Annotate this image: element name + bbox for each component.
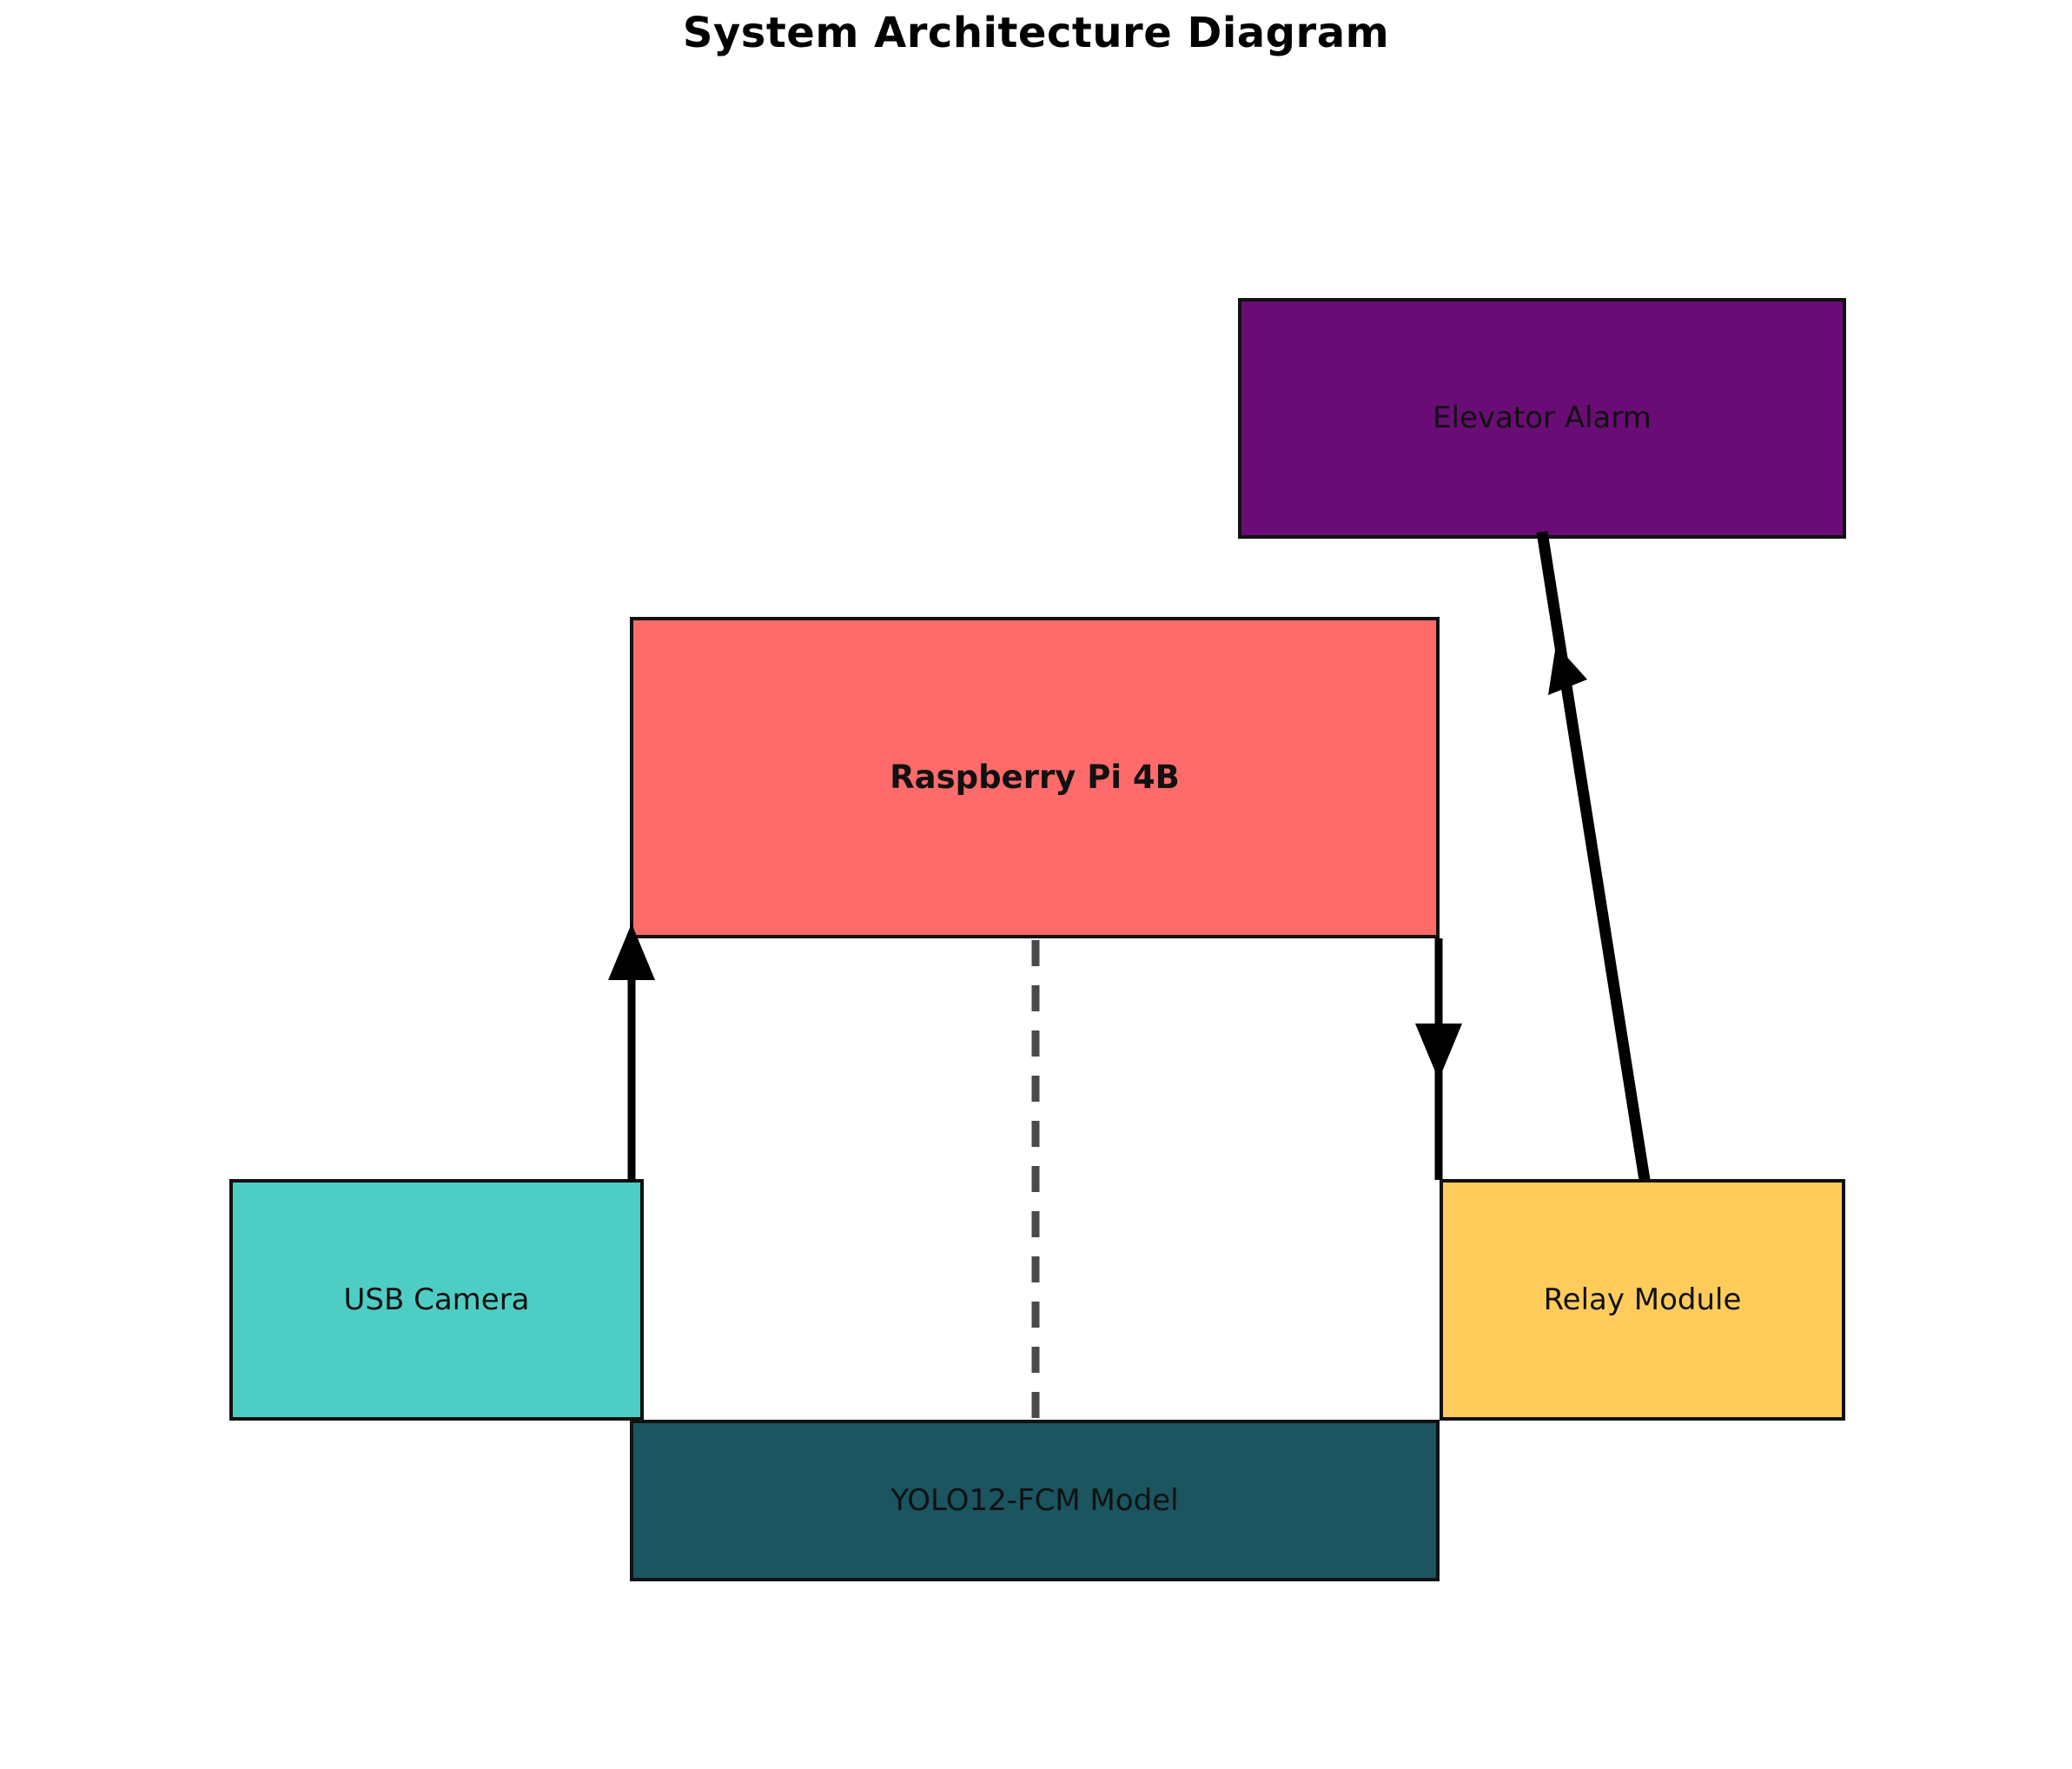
- edge-relay-to-alarm-line: [1559, 666, 1630, 1070]
- edge-pi-to-relay-arrowhead: [1415, 1024, 1462, 1080]
- edge-alarm-to-relay-line: [1536, 530, 1651, 1182]
- page-title: System Architecture Diagram: [682, 9, 1390, 57]
- edge-pi-to-relay: [1415, 938, 1462, 1180]
- node-raspberry-pi-label: Raspberry Pi 4B: [890, 758, 1180, 796]
- node-usb-camera-label: USB Camera: [343, 1282, 530, 1317]
- edge-camera-to-pi: [608, 924, 655, 1182]
- node-relay-module[interactable]: Relay Module: [1440, 1179, 1845, 1421]
- edge-relay-to-alarm-arrowhead: [1548, 645, 1587, 695]
- node-yolo-model-label: YOLO12-FCM Model: [890, 1482, 1179, 1518]
- edge-relay-to-alarm: [1548, 645, 1630, 1070]
- node-relay-module-label: Relay Module: [1543, 1282, 1742, 1317]
- node-raspberry-pi[interactable]: Raspberry Pi 4B: [630, 617, 1440, 938]
- node-elevator-alarm[interactable]: Elevator Alarm: [1238, 298, 1846, 539]
- node-elevator-alarm-label: Elevator Alarm: [1433, 401, 1652, 436]
- node-usb-camera[interactable]: USB Camera: [229, 1179, 644, 1421]
- node-yolo-model[interactable]: YOLO12-FCM Model: [630, 1420, 1440, 1581]
